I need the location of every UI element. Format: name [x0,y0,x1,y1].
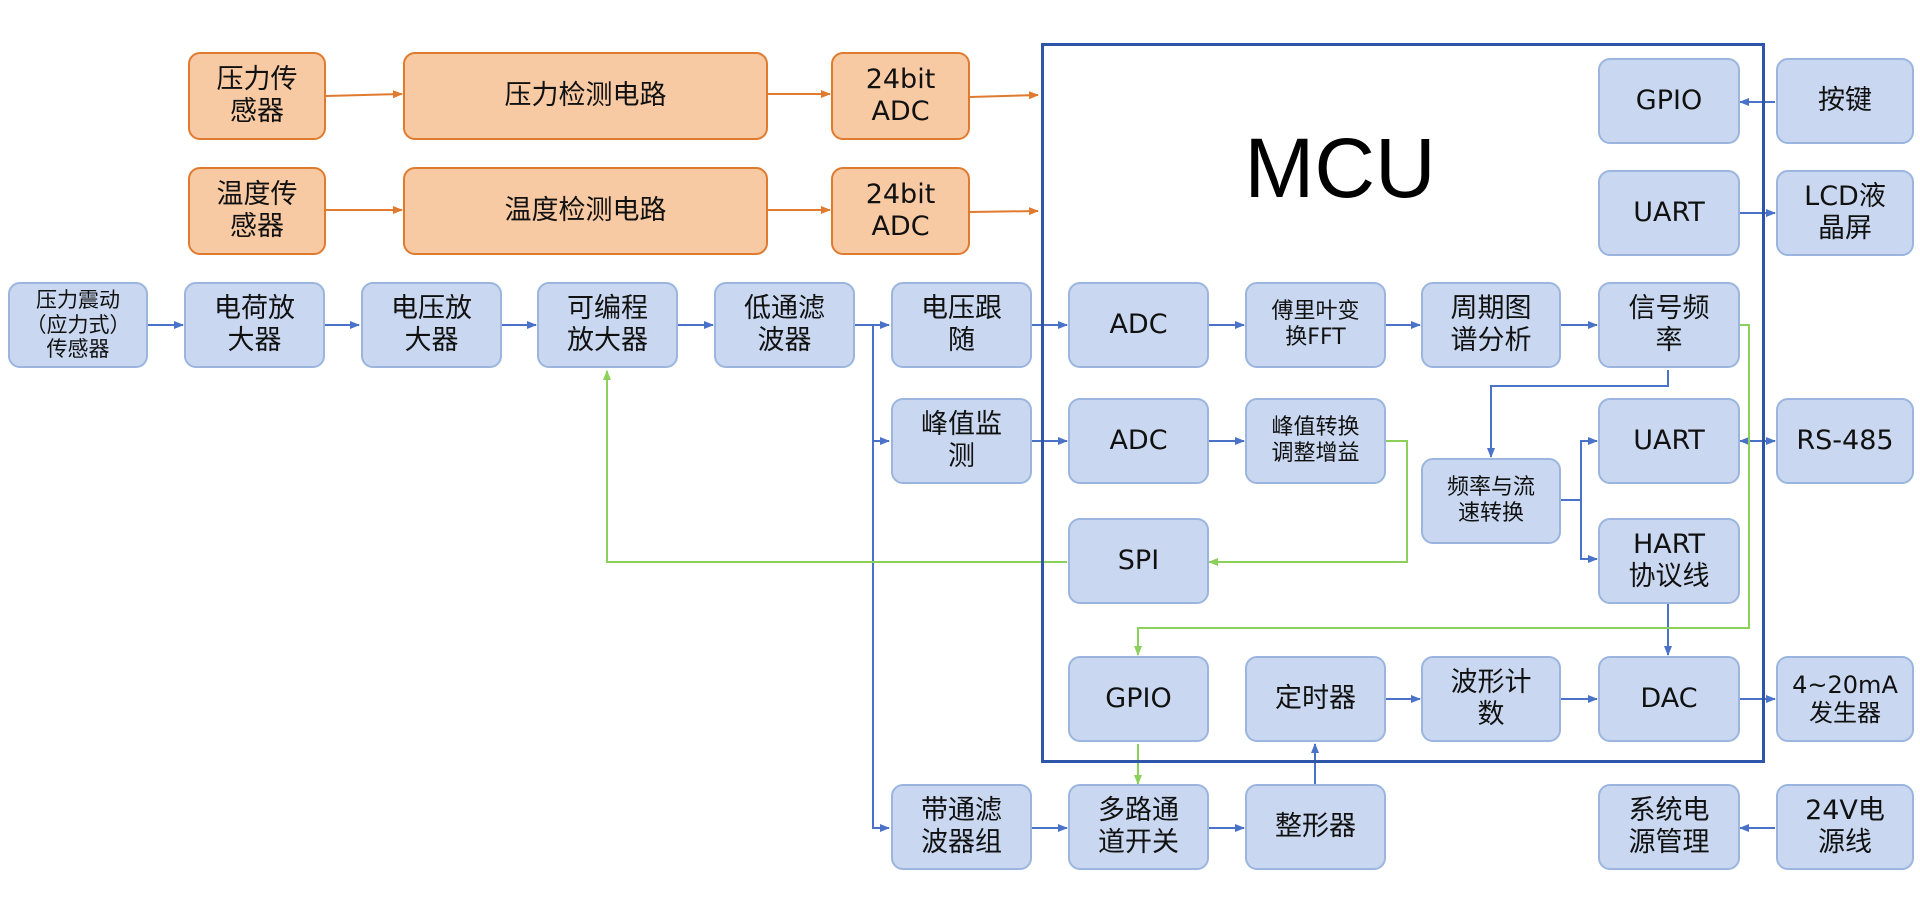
gen420-block: 4~20mA 发生器 [1776,656,1914,742]
peak-monitor-label: 峰值监 测 [921,409,1002,472]
pressure-detect-block: 压力检测电路 [403,52,768,140]
charge-amp-label: 电荷放 大器 [214,293,295,356]
dac-block: DAC [1598,656,1740,742]
peak-monitor-block: 峰值监 测 [891,398,1032,484]
adc-fft-label: ADC [1109,309,1168,341]
pressure-detect-label: 压力检测电路 [504,80,667,112]
wave-count-label: 波形计 数 [1450,667,1532,730]
gen420-label: 4~20mA 发生器 [1792,670,1898,727]
edge-freq-to-gpio [1134,324,1750,656]
dac-label: DAC [1640,683,1698,715]
timer-label: 定时器 [1275,683,1356,715]
rs485-block: RS-485 [1776,398,1914,484]
temp-detect-block: 温度检测电路 [403,167,768,255]
freq-block: 信号频 率 [1598,282,1740,368]
lowpass-block: 低通滤 波器 [714,282,855,368]
flow-convert-label: 频率与流 速转换 [1446,475,1535,526]
edge-freq-to-flow [1487,370,1669,458]
period-label: 周期图 谱分析 [1450,293,1532,356]
shaper-block: 整形器 [1245,784,1386,870]
hart-block: HART 协议线 [1598,518,1740,604]
pwr-24v-block: 24V电 源线 [1776,784,1914,870]
temp-sensor-block: 温度传 感器 [188,167,326,255]
edge-spi-to-prog [603,370,1067,563]
vibration-sensor-block: 压力震动 （应力式） 传感器 [8,282,148,368]
key-block: 按键 [1776,58,1914,144]
uart-lcd-block: UART [1598,170,1740,256]
spi-block: SPI [1068,518,1209,604]
fft-label: 傅里叶变 换FFT [1271,299,1360,350]
pwr-mgmt-block: 系统电 源管理 [1598,784,1740,870]
timer-block: 定时器 [1245,656,1386,742]
freq-label: 信号频 率 [1628,293,1710,356]
follower-block: 电压跟 随 [891,282,1032,368]
edge-adc2-to-mcu [969,207,1039,216]
lowpass-label: 低通滤 波器 [744,293,825,356]
uart-lcd-label: UART [1633,197,1705,229]
spi-label: SPI [1117,545,1160,577]
adc-peak-label: ADC [1109,425,1168,457]
edge-flow-to-hart [1561,499,1598,563]
peak-convert-label: 峰值转换 调整增益 [1271,415,1360,466]
lcd-block: LCD液 晶屏 [1776,170,1914,256]
flow-convert-block: 频率与流 速转换 [1421,458,1561,544]
key-label: 按键 [1818,85,1872,117]
mcu-boundary [1041,43,1765,763]
peak-convert-block: 峰值转换 调整增益 [1245,398,1386,484]
hart-label: HART 协议线 [1628,529,1710,592]
mcu-title: MCU [1244,121,1436,215]
mux-label: 多路通 道开关 [1098,795,1179,858]
adc24-label-2: 24bit ADC [865,179,936,242]
vibration-sensor-label: 压力震动 （应力式） 传感器 [25,287,131,362]
gpio-mux-label: GPIO [1105,683,1172,715]
charge-amp-block: 电荷放 大器 [184,282,325,368]
voltage-amp-label: 电压放 大器 [391,293,472,356]
uart-rs485-block: UART [1598,398,1740,484]
gpio-mux-block: GPIO [1068,656,1209,742]
temp-detect-label: 温度检测电路 [504,195,667,227]
rs485-label: RS-485 [1796,425,1894,457]
prog-amp-block: 可编程 放大器 [537,282,678,368]
prog-amp-label: 可编程 放大器 [567,293,648,356]
lcd-label: LCD液 晶屏 [1804,181,1886,244]
edge-pressure-sensor-to-detect [325,90,403,99]
edge-lowpass-to-bandpass [855,324,890,832]
adc-peak-block: ADC [1068,398,1209,484]
shaper-label: 整形器 [1275,811,1356,843]
fft-block: 傅里叶变 换FFT [1245,282,1386,368]
gpio-key-block: GPIO [1598,58,1740,144]
adc24-block-2: 24bit ADC [831,167,970,255]
pressure-sensor-label: 压力传 感器 [216,64,298,127]
pwr-24v-label: 24V电 源线 [1805,795,1885,858]
gpio-key-label: GPIO [1635,85,1703,117]
adc-fft-block: ADC [1068,282,1209,368]
mux-block: 多路通 道开关 [1068,784,1209,870]
edge-adc1-to-mcu [969,91,1039,100]
uart-rs485-label: UART [1633,425,1705,457]
temp-sensor-label: 温度传 感器 [216,179,298,242]
pwr-mgmt-label: 系统电 源管理 [1628,795,1710,858]
period-block: 周期图 谱分析 [1421,282,1561,368]
voltage-amp-block: 电压放 大器 [361,282,502,368]
follower-label: 电压跟 随 [921,293,1002,356]
edge-peakconv-to-spi [1208,440,1408,566]
adc24-block-1: 24bit ADC [831,52,970,140]
adc24-label-1: 24bit ADC [865,64,936,127]
bandpass-label: 带通滤 波器组 [921,795,1002,858]
pressure-sensor-block: 压力传 感器 [188,52,326,140]
bandpass-block: 带通滤 波器组 [891,784,1032,870]
wave-count-block: 波形计 数 [1421,656,1561,742]
